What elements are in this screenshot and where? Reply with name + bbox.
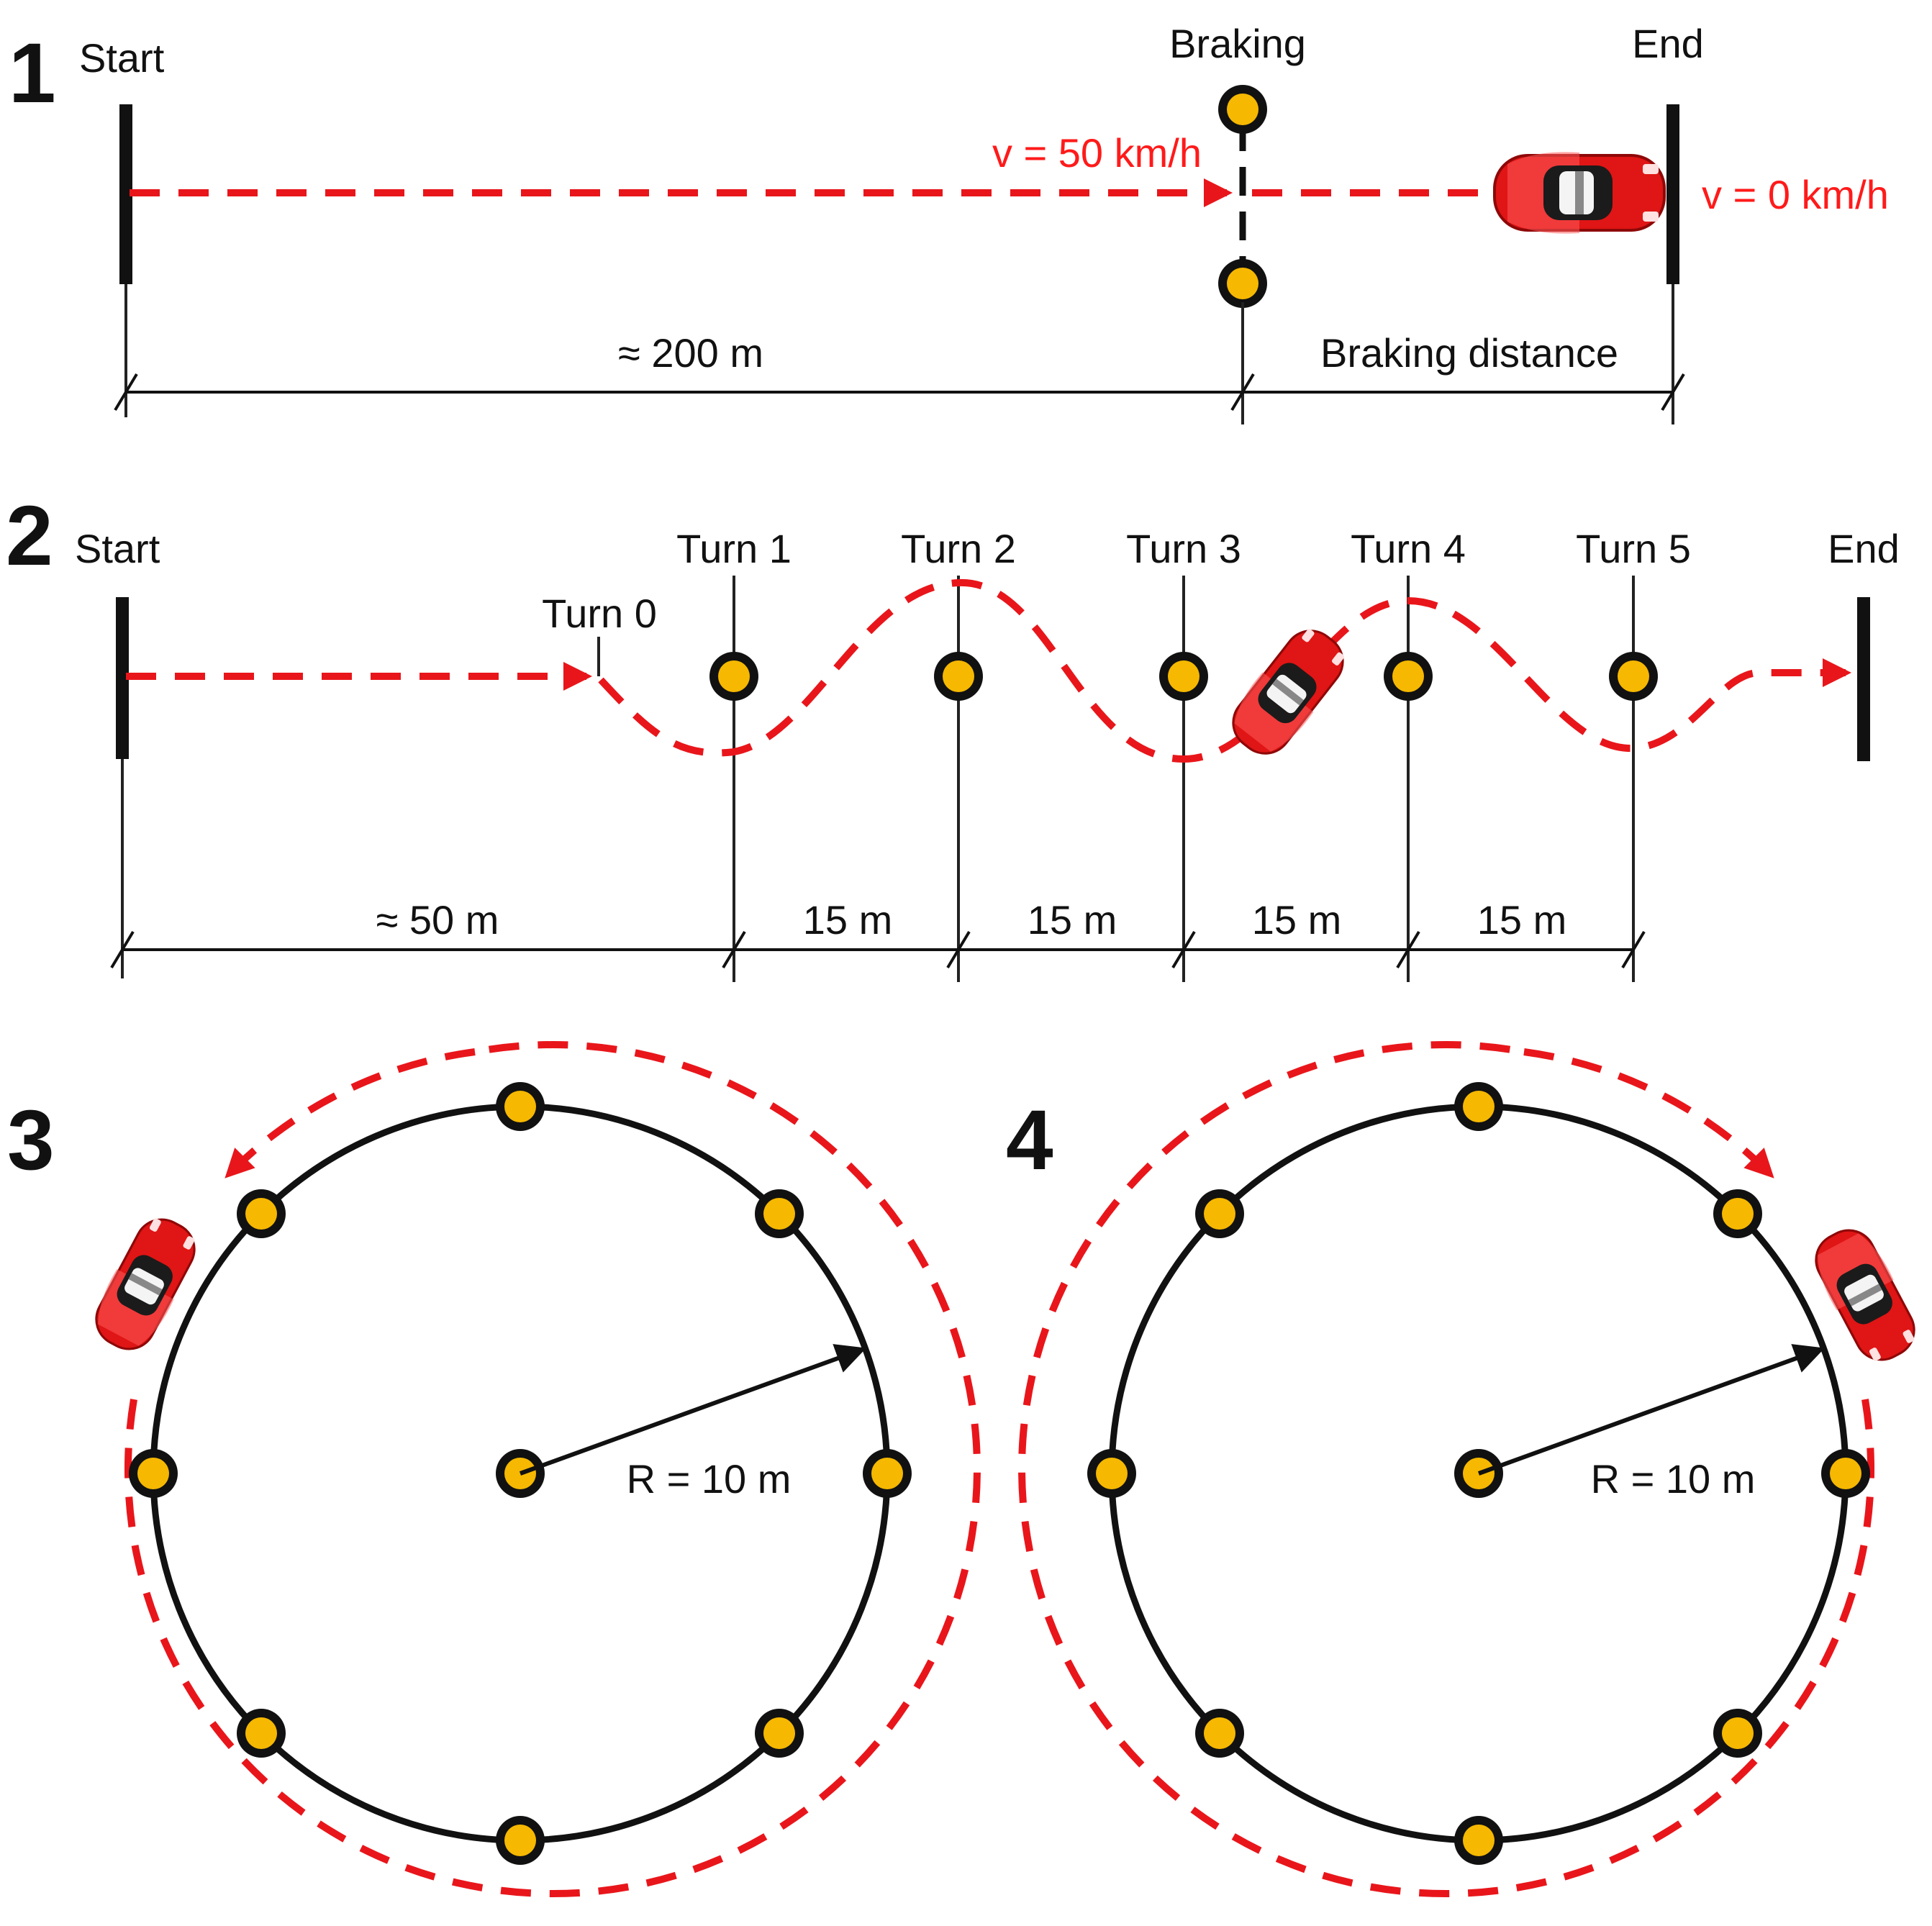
circle-path bbox=[124, 1041, 981, 1898]
start-label: Start bbox=[75, 526, 160, 571]
cone-icon bbox=[755, 1189, 804, 1238]
panel-number-1: 1 bbox=[9, 26, 56, 121]
turn-5-label: Turn 5 bbox=[1576, 526, 1691, 571]
cone-icon bbox=[1821, 1449, 1870, 1498]
cone-icon bbox=[129, 1449, 178, 1498]
turn-0-label: Turn 0 bbox=[542, 591, 657, 636]
cone-icon bbox=[1218, 259, 1267, 308]
cone-icon bbox=[1087, 1449, 1136, 1498]
cone-icon bbox=[1454, 1082, 1503, 1131]
panel-number-4: 4 bbox=[1006, 1093, 1053, 1188]
cone-icon bbox=[1159, 652, 1208, 701]
radius-label: R = 10 m bbox=[627, 1456, 792, 1502]
braking-distance-label: Braking distance bbox=[1320, 330, 1618, 376]
radius-label: R = 10 m bbox=[1591, 1456, 1756, 1502]
cone-icon bbox=[237, 1189, 286, 1238]
turn-3-label: Turn 3 bbox=[1126, 526, 1241, 571]
cone-icon bbox=[755, 1709, 804, 1758]
cone-icon bbox=[1454, 1816, 1503, 1865]
panel-slalom-test: 2 Start End Turn 0 Turn 1 Turn 2 Turn 3 … bbox=[6, 489, 1900, 982]
cone-icon bbox=[709, 652, 758, 701]
run-distance-label: ≈ 50 m bbox=[376, 897, 499, 942]
cone-icon bbox=[496, 1082, 545, 1131]
panel-number-2: 2 bbox=[6, 489, 53, 583]
cone-icon bbox=[863, 1449, 912, 1498]
panel-braking-test: 1 Start Braking End v = 50 km/h v = 0 km… bbox=[9, 21, 1889, 424]
turn-1-label: Turn 1 bbox=[676, 526, 792, 571]
car-icon bbox=[1493, 150, 1666, 235]
car-icon bbox=[83, 1207, 207, 1361]
spacing-label: 15 m bbox=[803, 897, 893, 942]
circle-path bbox=[1018, 1041, 1875, 1898]
panel-circle-counterclockwise: 4 R = 10 m bbox=[1006, 1041, 1927, 1898]
start-label: Start bbox=[79, 35, 165, 81]
spacing-label: 15 m bbox=[1252, 897, 1342, 942]
braking-label: Braking bbox=[1169, 21, 1306, 66]
cone-icon bbox=[1384, 652, 1433, 701]
spacing-label: 15 m bbox=[1028, 897, 1117, 942]
end-label: End bbox=[1632, 21, 1704, 66]
slalom-path bbox=[598, 578, 1851, 763]
cone-icon bbox=[934, 652, 983, 701]
cone-icon bbox=[1218, 85, 1267, 134]
end-label: End bbox=[1828, 526, 1900, 571]
cone-icon bbox=[1713, 1709, 1762, 1758]
speed-after-label: v = 0 km/h bbox=[1702, 172, 1889, 217]
cone-icon bbox=[1609, 652, 1658, 701]
speed-before-label: v = 50 km/h bbox=[992, 130, 1202, 176]
radius-arrow bbox=[1477, 1344, 1825, 1476]
cone-icon bbox=[496, 1816, 545, 1865]
cone-icon bbox=[237, 1709, 286, 1758]
cone-icon bbox=[1195, 1189, 1244, 1238]
panel-circle-clockwise: 3 R = 10 m bbox=[7, 1041, 981, 1898]
run-distance-label: ≈ 200 m bbox=[618, 330, 763, 376]
turn-4-label: Turn 4 bbox=[1351, 526, 1466, 571]
turn-2-label: Turn 2 bbox=[901, 526, 1016, 571]
spacing-label: 15 m bbox=[1477, 897, 1567, 942]
radius-arrow bbox=[519, 1344, 866, 1476]
panel-number-3: 3 bbox=[7, 1093, 55, 1188]
cone-icon bbox=[1195, 1709, 1244, 1758]
cone-icon bbox=[1713, 1189, 1762, 1238]
